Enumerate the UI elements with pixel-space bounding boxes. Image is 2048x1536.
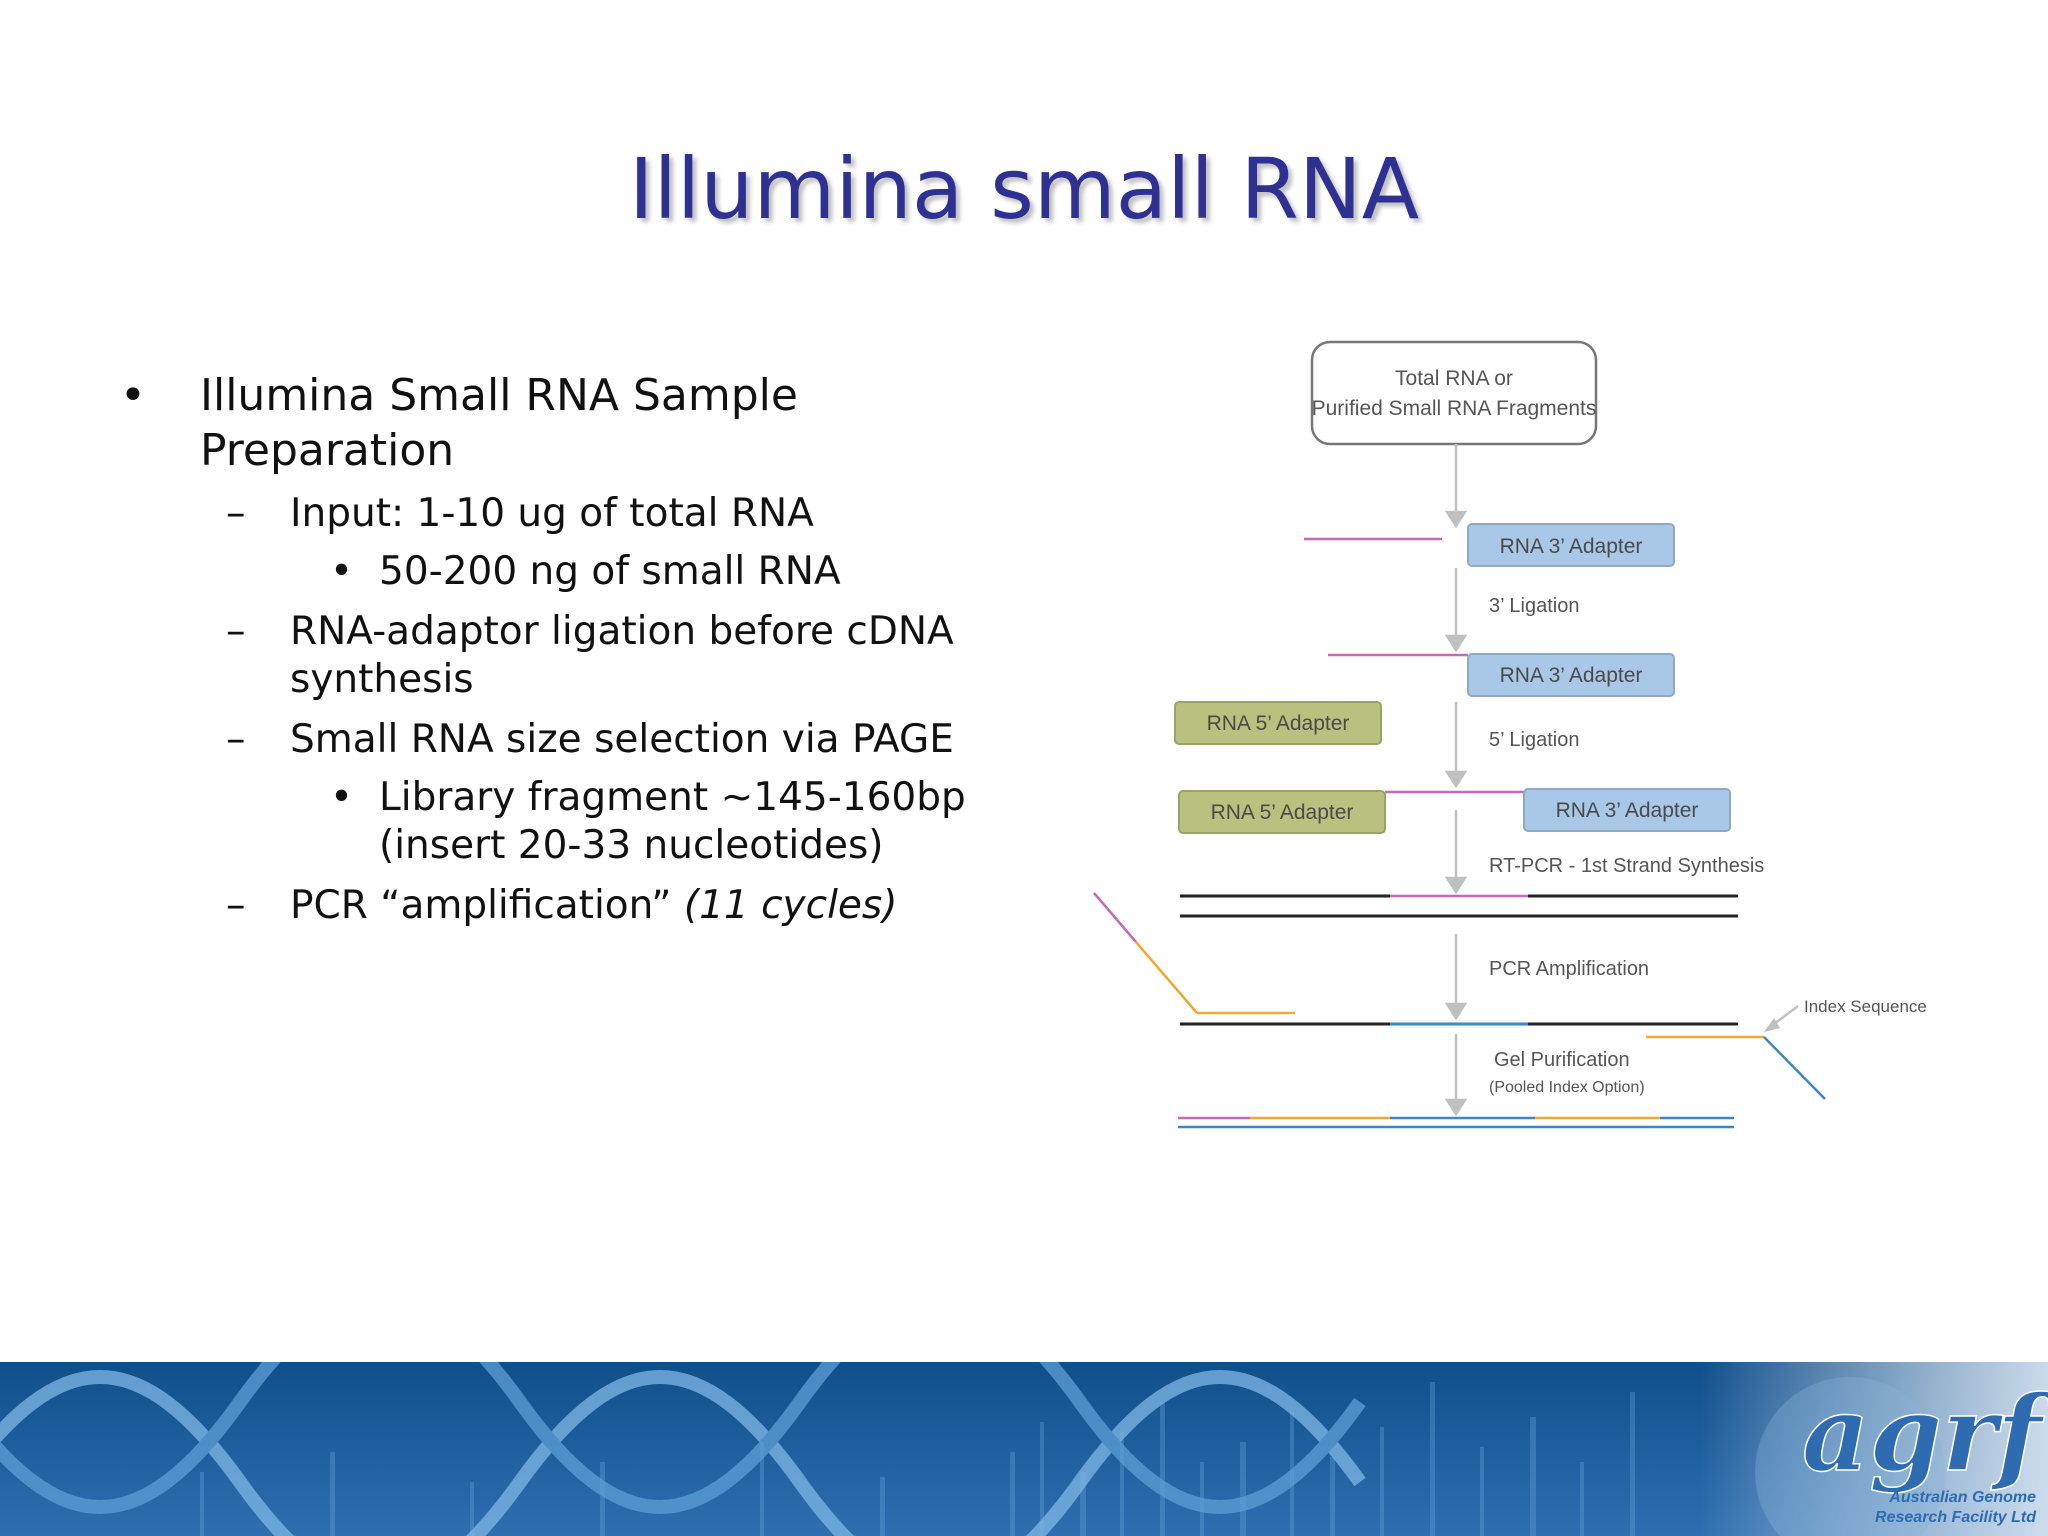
bullet-text: Input: 1-10 ug of total RNA — [290, 491, 814, 536]
bullet-item: – RNA-adaptor ligation before cDNA synth… — [120, 608, 1020, 704]
step-label-gel-note: (Pooled Index Option) — [1489, 1079, 1645, 1096]
bullet-text: Small RNA size selection via PAGE — [290, 717, 954, 762]
bullet-marker: – — [226, 609, 246, 654]
bullet-marker: • — [120, 370, 146, 421]
adapter-3-box — [1467, 523, 1675, 567]
bullet-text: Illumina Small RNA Sample Preparation — [200, 370, 798, 476]
index-primer — [1135, 941, 1198, 1014]
bullet-marker: • — [330, 549, 354, 594]
bullet-text: 50-200 ng of small RNA — [379, 549, 841, 594]
bullet-item: – Small RNA size selection via PAGE — [120, 716, 1020, 764]
adapter-5-box — [1174, 701, 1382, 745]
bullet-text-italic: (11 cycles) — [683, 883, 898, 928]
step-label-pcr: PCR Amplification — [1489, 958, 1649, 980]
bullet-text: Library fragment ~145-160bp (insert 20-3… — [379, 775, 966, 868]
adapter-3-label: RNA 3’ Adapter — [1556, 799, 1699, 822]
arrow-head — [1444, 634, 1468, 653]
index-pointer-head — [1764, 1018, 1780, 1032]
arrow-head — [1444, 510, 1468, 529]
agrf-logo-text: agrf — [1802, 1372, 2048, 1495]
slide-title: Illumina small RNA — [628, 140, 1420, 238]
bullet-marker: – — [226, 883, 246, 928]
adapter-3-label: RNA 3’ Adapter — [1500, 535, 1643, 558]
bullet-marker: • — [330, 775, 354, 820]
library-prep-diagram: Total RNA or Purified Small RNA Fragment… — [1093, 340, 1927, 1129]
step-label-5-ligation: 5’ Ligation — [1489, 729, 1579, 751]
footer-banner: agrf Australian Genome Research Facility… — [0, 1362, 2048, 1536]
adapter-5-box — [1178, 790, 1386, 834]
arrow-head — [1444, 770, 1468, 789]
arrow-head — [1444, 876, 1468, 895]
step-label-rt-pcr: RT-PCR - 1st Strand Synthesis — [1489, 855, 1764, 877]
start-box — [1310, 340, 1598, 446]
adapter-3-box — [1467, 653, 1675, 697]
bullet-text: PCR “amplification” — [290, 883, 672, 928]
index-sequence-label: Index Sequence — [1804, 997, 1927, 1016]
bullet-item: – Input: 1-10 ug of total RNA — [120, 490, 1020, 538]
index-primer — [1763, 1036, 1826, 1100]
org-name-line2: Research Facility Ltd — [1875, 1509, 2037, 1526]
adapter-5-label: RNA 5’ Adapter — [1211, 801, 1354, 824]
start-box-line2: Purified Small RNA Fragments — [1312, 397, 1597, 420]
step-label-gel: Gel Purification — [1494, 1049, 1630, 1071]
adapter-3-label: RNA 3’ Adapter — [1500, 664, 1643, 687]
bullet-text: RNA-adaptor ligation before cDNA synthes… — [290, 609, 954, 702]
bullet-marker: – — [226, 491, 246, 536]
arrow-head — [1444, 1098, 1468, 1117]
org-name-line1: Australian Genome — [1888, 1489, 2036, 1506]
arrow-head — [1444, 1002, 1468, 1021]
bullet-item: • 50-200 ng of small RNA — [120, 548, 1020, 596]
logo-fade — [1700, 1362, 2048, 1536]
dna-helix-graphic — [0, 1362, 1366, 1536]
bullet-item: • Library fragment ~145-160bp (insert 20… — [120, 774, 1020, 870]
bullet-item: • Illumina Small RNA Sample Preparation — [120, 368, 1020, 478]
globe-graphic — [1755, 1377, 1945, 1536]
step-label-3-ligation: 3’ Ligation — [1489, 595, 1579, 617]
adapter-3-box — [1523, 788, 1731, 832]
bullet-list: • Illumina Small RNA Sample Preparation … — [120, 368, 1020, 930]
adapter-5-label: RNA 5’ Adapter — [1207, 712, 1350, 735]
bullet-item: – PCR “amplification” (11 cycles) — [120, 882, 1020, 930]
start-box-line1: Total RNA or — [1395, 367, 1513, 390]
bullet-marker: – — [226, 717, 246, 762]
index-primer — [1093, 892, 1137, 943]
